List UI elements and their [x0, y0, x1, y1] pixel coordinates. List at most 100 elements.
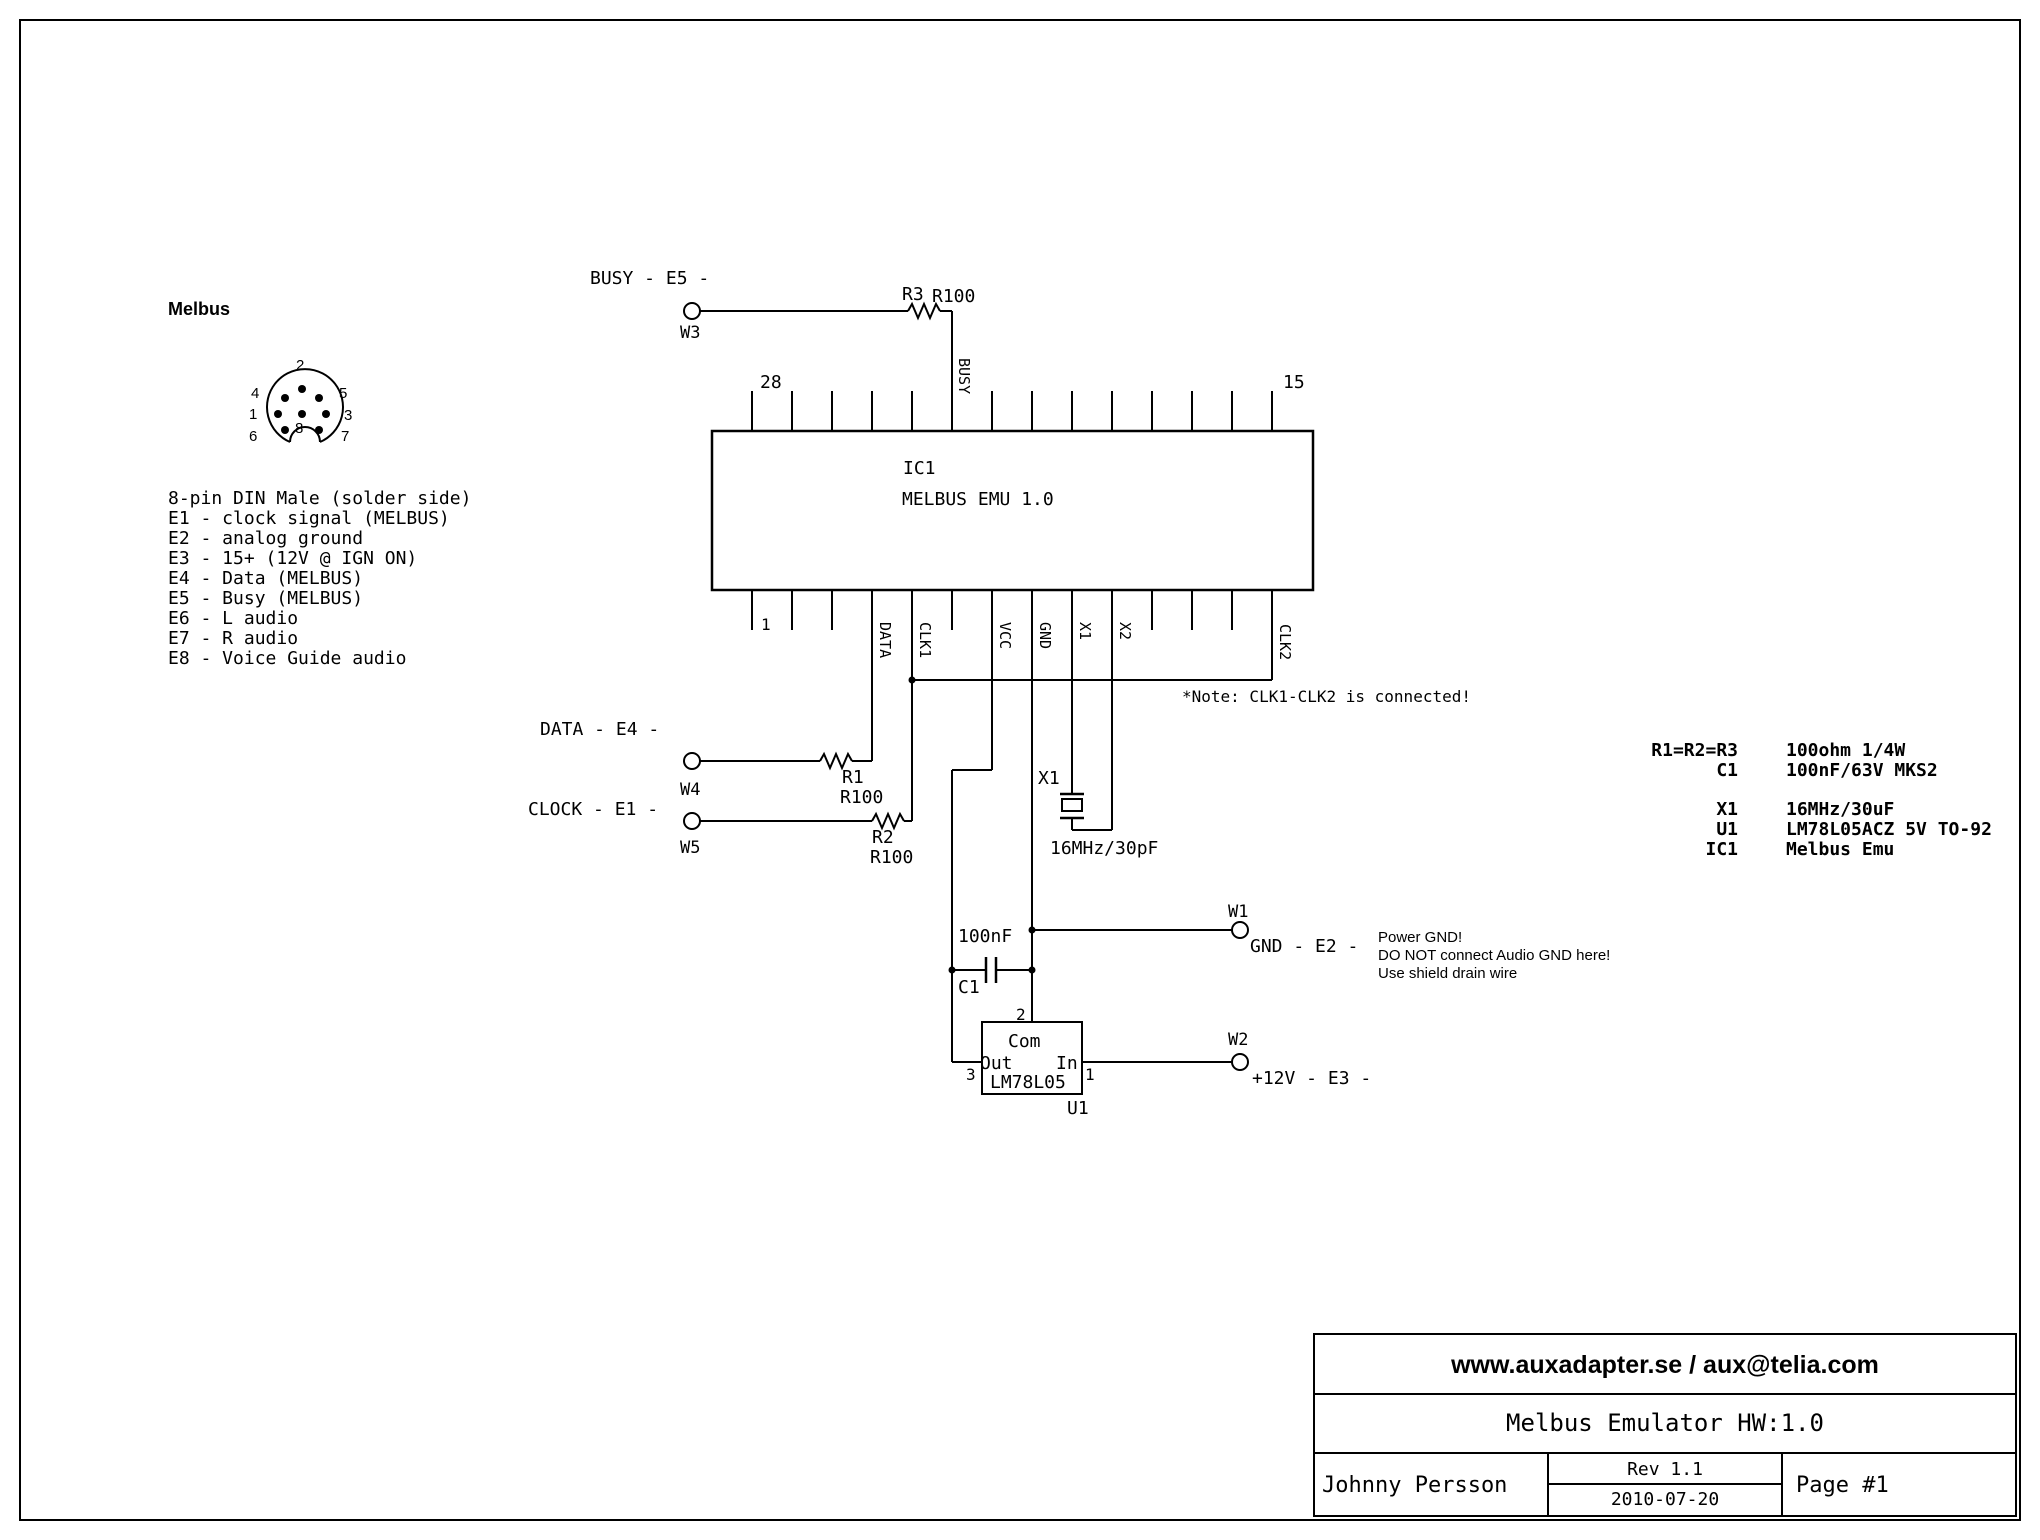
ic1-pin-data-label: DATA — [876, 622, 894, 658]
bom-ref: C1 — [1716, 760, 1738, 781]
power-signal-label: +12V - E3 - — [1252, 1068, 1371, 1089]
ic1-pin-28-label: 28 — [760, 372, 782, 393]
crystal-value: 16MHz/30pF — [1050, 838, 1158, 859]
ic1-value: MELBUS EMU 1.0 — [902, 489, 1054, 510]
din-pin-label: 6 — [249, 428, 257, 445]
resistor-r1-value: R100 — [840, 787, 883, 808]
regulator-pin-out: 3 — [966, 1065, 976, 1084]
resistor-r2-value: R100 — [870, 847, 913, 868]
resistor-r2-ref: R2 — [872, 827, 894, 848]
terminal-w1-label: W1 — [1228, 902, 1248, 922]
terminal-w3-label: W3 — [680, 323, 700, 343]
connector-pin-line: E6 - L audio — [168, 608, 298, 629]
busy-net: BUSY - E5 - W3 R3 R100 — [590, 268, 975, 391]
terminal-w5-icon — [683, 812, 701, 830]
connector-title: Melbus — [168, 299, 230, 319]
din-pin-label: 8 — [295, 420, 303, 437]
terminal-w5-label: W5 — [680, 838, 700, 858]
ic1-ref: IC1 — [903, 458, 936, 479]
terminal-w1-icon — [1231, 921, 1249, 939]
regulator-body — [981, 1021, 1083, 1095]
regulator-ref: U1 — [1067, 1098, 1089, 1119]
regulator-pin-in: 1 — [1085, 1065, 1095, 1084]
ic1: IC1 MELBUS EMU 1.0 28 15 1 BUSY DATA CLK… — [710, 358, 1315, 660]
connector-pin-line: E4 - Data (MELBUS) — [168, 568, 363, 589]
din-pin-label: 4 — [251, 385, 259, 402]
clock-net: CLOCK - E1 - W5 R2 R100 — [528, 630, 913, 868]
sheet-border — [19, 19, 2021, 1521]
resistor-r3-ref: R3 — [902, 284, 924, 305]
ic1-body — [710, 429, 1315, 592]
capacitor-value: 100nF — [958, 926, 1012, 947]
resistor-r3-icon — [907, 301, 941, 321]
bom-value: 100ohm 1/4W — [1786, 740, 1905, 761]
regulator-com-label: Com — [1008, 1031, 1041, 1052]
connector-pin-line: E5 - Busy (MELBUS) — [168, 588, 363, 609]
clock-signal-label: CLOCK - E1 - — [528, 799, 658, 820]
bom-ref: X1 — [1716, 799, 1738, 820]
connector-pin-line: E2 - analog ground — [168, 528, 363, 549]
regulator-value: LM78L05 — [990, 1072, 1066, 1093]
ic1-pin-x1-label: X1 — [1076, 622, 1094, 640]
gnd-note-line: DO NOT connect Audio GND here! — [1378, 947, 1610, 964]
connector-pin-line: E7 - R audio — [168, 628, 298, 649]
terminal-w4-icon — [683, 752, 701, 770]
junction-dot — [948, 966, 956, 974]
bom-value: LM78L05ACZ 5V TO-92 — [1786, 819, 1992, 840]
bom-value: Melbus Emu — [1786, 839, 1894, 860]
din-pin-label: 3 — [344, 407, 352, 424]
junction-dot — [1028, 966, 1036, 974]
website-label: www.auxadapter.se / aux@telia.com — [1450, 1351, 1879, 1379]
rev-label: Rev 1.1 — [1627, 1459, 1703, 1480]
connector-description: 8-pin DIN Male (solder side) — [168, 488, 471, 509]
ic1-pin-1-label: 1 — [761, 615, 771, 634]
terminal-w4-label: W4 — [680, 780, 700, 800]
crystal-ref: X1 — [1038, 768, 1060, 789]
ic1-bottom-pins — [751, 590, 1273, 630]
connector-pin-line: E8 - Voice Guide audio — [168, 648, 406, 669]
din-pin-label: 1 — [249, 406, 257, 423]
din-connector-icon — [266, 368, 344, 443]
clk-link-net: *Note: CLK1-CLK2 is connected! — [908, 630, 1471, 706]
din-pin-label: 7 — [341, 428, 349, 445]
din-pin-label: 2 — [296, 357, 304, 374]
terminal-w3-icon — [683, 302, 701, 320]
ic1-pin-vcc-label: VCC — [996, 622, 1014, 649]
gnd-signal-label: GND - E2 - — [1250, 936, 1358, 957]
connector-pin-line: E3 - 15+ (12V @ IGN ON) — [168, 548, 417, 569]
ic1-pin-clk2-label: CLK2 — [1276, 624, 1294, 660]
author-label: Johnny Persson — [1322, 1473, 1507, 1498]
bom-ref: IC1 — [1705, 839, 1738, 860]
gnd-note-line: Use shield drain wire — [1378, 965, 1517, 982]
resistor-r3-value: R100 — [932, 286, 975, 307]
regulator-u1: Com Out In LM78L05 U1 2 3 1 W2 +12V - E3… — [966, 1005, 1371, 1119]
resistor-r1-ref: R1 — [842, 767, 864, 788]
power-nets: 100nF C1 W1 GND - E2 - Power GND! DO NOT… — [948, 630, 1610, 1063]
drawing-title: Melbus Emulator HW:1.0 — [1506, 1409, 1824, 1437]
terminal-w2-label: W2 — [1228, 1030, 1248, 1050]
regulator-out-label: Out — [980, 1053, 1013, 1074]
ic1-pin-gnd-label: GND — [1036, 622, 1054, 649]
data-signal-label: DATA - E4 - — [540, 719, 659, 740]
date-label: 2010-07-20 — [1611, 1489, 1719, 1510]
bom-ref: U1 — [1716, 819, 1738, 840]
connector-pin-line: E1 - clock signal (MELBUS) — [168, 508, 450, 529]
crystal-icon — [1060, 792, 1084, 820]
resistor-r2-icon — [871, 811, 905, 831]
ic1-pin-x2-label: X2 — [1116, 622, 1134, 640]
data-net: DATA - E4 - W4 R1 R100 — [540, 630, 883, 808]
din-pin-label: 5 — [339, 385, 347, 402]
ic1-pin-clk1-label: CLK1 — [916, 622, 934, 658]
ic1-pin-15-label: 15 — [1283, 372, 1305, 393]
resistor-r1-icon — [819, 751, 853, 771]
bom: R1=R2=R3 100ohm 1/4W C1 100nF/63V MKS2 X… — [1651, 740, 1992, 860]
crystal-x1: X1 16MHz/30pF — [1038, 630, 1158, 859]
ic1-pin-busy-label: BUSY — [955, 358, 973, 394]
junction-dot — [908, 676, 916, 684]
bom-value: 16MHz/30uF — [1786, 799, 1894, 820]
connector-section: Melbus 2 4 5 1 3 6 8 7 8-pin DIN Male (s… — [168, 299, 471, 669]
busy-signal-label: BUSY - E5 - — [590, 268, 709, 289]
bom-ref: R1=R2=R3 — [1651, 740, 1738, 761]
clk-note: *Note: CLK1-CLK2 is connected! — [1182, 687, 1471, 706]
